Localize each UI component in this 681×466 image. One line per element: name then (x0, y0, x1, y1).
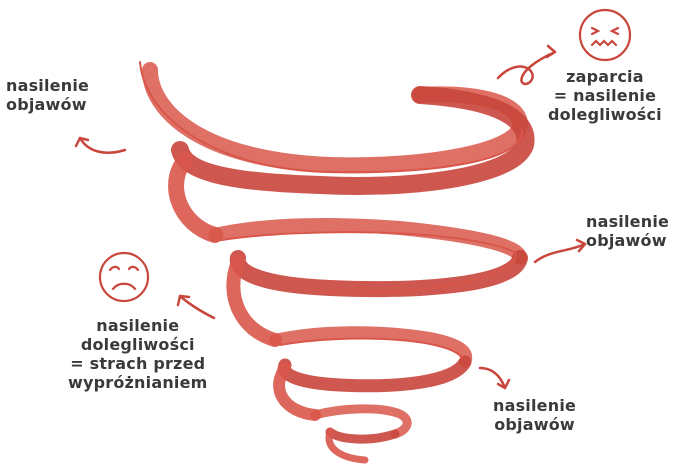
label-right-line-2: objawów (586, 231, 669, 250)
label-top-right-line-3: dolegliwości (548, 105, 662, 124)
spiral-ring-1-back (150, 70, 520, 165)
label-right: nasilenie objawów (586, 212, 669, 250)
label-bottom-line-1: nasilenie (493, 396, 576, 415)
arrow-left (178, 296, 214, 318)
spiral-ring-3 (275, 332, 466, 385)
label-top-left-line-2: objawów (6, 95, 89, 114)
label-right-line-1: nasilenie (586, 212, 669, 231)
spiral-ring-1 (140, 62, 526, 186)
sad-face-icon (100, 253, 148, 301)
label-bottom-line-2: objawów (493, 415, 576, 434)
spiral-ring-3-front (284, 362, 465, 386)
label-top-left: nasilenie objawów (6, 76, 89, 114)
arrow-top-right (498, 46, 555, 84)
label-left-line-4: wypróżnianiem (68, 373, 208, 392)
label-top-right-line-2: = nasilenie (548, 86, 662, 105)
spiral-ring-2 (215, 225, 520, 293)
label-top-right: zaparcia = nasilenie dolegliwości (548, 67, 662, 124)
arrow-bottom (480, 368, 509, 388)
label-top-right-line-1: zaparcia (548, 67, 662, 86)
arrow-right (535, 240, 585, 262)
label-left-line-1: nasilenie (68, 316, 208, 335)
spiral-ring-4-front (330, 432, 395, 439)
angry-face-icon (580, 10, 630, 60)
label-left: nasilenie dolegliwości = strach przed wy… (68, 316, 208, 392)
label-left-line-2: dolegliwości (68, 335, 208, 354)
arrow-top-left (76, 138, 125, 153)
label-bottom: nasilenie objawów (493, 396, 576, 434)
spiral-ring-3-back (275, 332, 466, 362)
label-left-line-3: = strach przed (68, 354, 208, 373)
spiral-rings (140, 62, 526, 460)
label-top-left-line-1: nasilenie (6, 76, 89, 95)
spiral-ring-2-front (238, 258, 520, 289)
